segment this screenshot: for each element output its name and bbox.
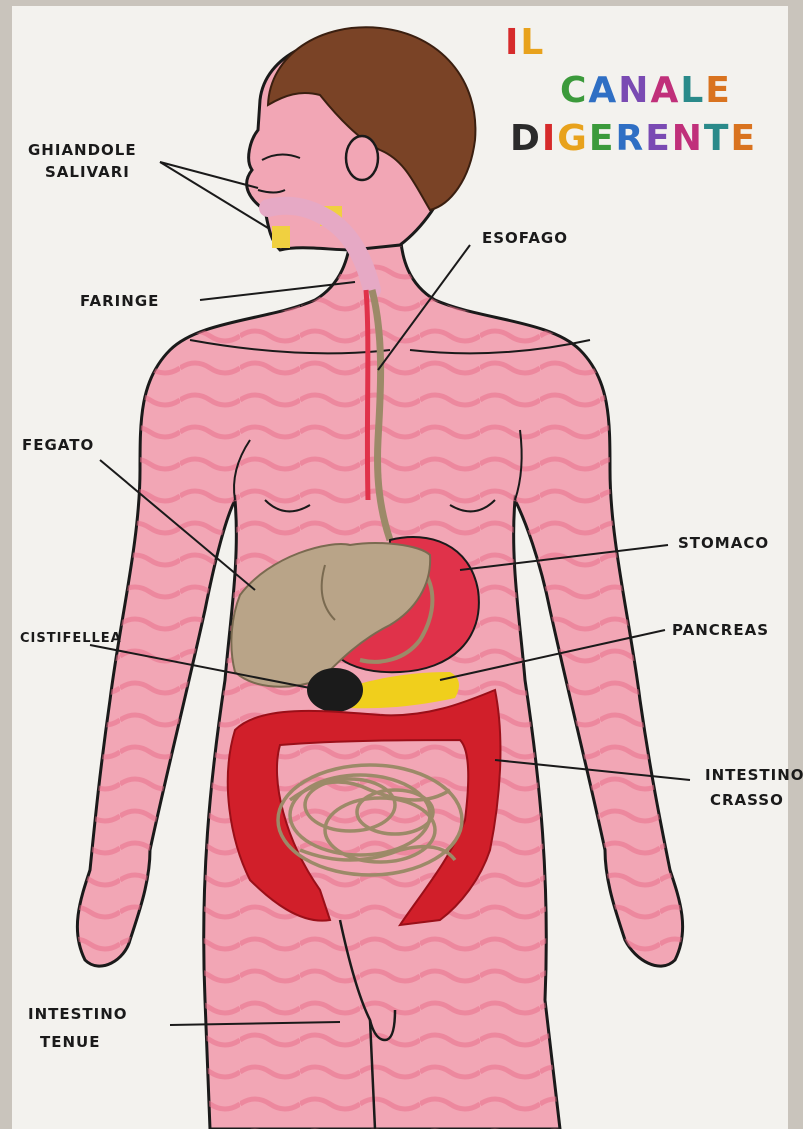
title-letter: G — [557, 118, 589, 159]
label-faringe: FARINGE — [80, 291, 159, 312]
title-letter: C — [560, 70, 588, 111]
title-letter: R — [615, 118, 645, 159]
title-letter: L — [520, 22, 545, 63]
title-letter: D — [510, 118, 542, 159]
label-stomaco: STOMACO — [678, 533, 769, 554]
label-intestino-crasso-line1: INTESTINO — [705, 765, 803, 786]
label-esofago: ESOFAGO — [482, 228, 568, 249]
title-line-1: IL — [505, 22, 545, 63]
title-letter: A — [650, 70, 680, 111]
title-letter: E — [645, 118, 672, 159]
gallbladder — [307, 668, 363, 712]
title-line-3: DIGERENTE — [510, 118, 757, 159]
title-letter: N — [618, 70, 650, 111]
label-salivari: SALIVARI — [45, 162, 130, 183]
label-intestino-tenue-line1: INTESTINO — [28, 1004, 128, 1025]
label-intestino-crasso-line2: CRASSO — [710, 790, 784, 811]
title-line-2: CANALE — [560, 70, 732, 111]
title-letter: E — [589, 118, 616, 159]
title-letter: E — [730, 118, 757, 159]
title-letter: I — [542, 118, 557, 159]
title-word-canale: CANALE — [560, 70, 732, 111]
title-letter: T — [704, 118, 731, 159]
title-letter: A — [588, 70, 618, 111]
label-cistifellea: CISTIFELLEA — [20, 628, 122, 649]
salivary-gland-1 — [272, 226, 290, 248]
label-fegato: FEGATO — [22, 435, 94, 456]
title-letter: E — [705, 70, 732, 111]
label-ghiandole: GHIANDOLE — [28, 140, 137, 161]
title-word-digerente: DIGERENTE — [510, 118, 757, 159]
title-letter: L — [680, 70, 705, 111]
title-letter: N — [672, 118, 704, 159]
label-pancreas: PANCREAS — [672, 620, 769, 641]
label-intestino-tenue-line2: TENUE — [40, 1032, 100, 1053]
title-letter: I — [505, 22, 520, 63]
title-word-il: IL — [505, 22, 545, 63]
